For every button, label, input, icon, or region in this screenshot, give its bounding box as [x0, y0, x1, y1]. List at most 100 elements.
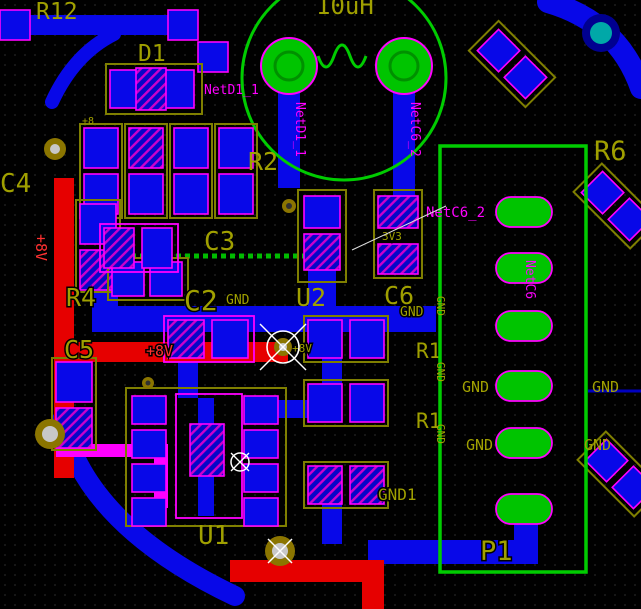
label-u1[interactable]: U1	[198, 521, 229, 551]
label-r1-a[interactable]: R1	[416, 339, 441, 363]
component-d1[interactable]	[105, 63, 203, 115]
label-c5[interactable]: C5	[63, 334, 96, 366]
label-gnd-c6[interactable]: GND	[399, 304, 426, 322]
pad[interactable]	[167, 319, 205, 359]
pad[interactable]	[307, 383, 343, 423]
ic-body[interactable]	[189, 423, 225, 477]
via[interactable]	[142, 377, 154, 389]
component-l1-inductor[interactable]	[240, 0, 448, 182]
net-label-netc6-rot[interactable]: NetC6	[522, 260, 537, 299]
label-r6[interactable]: R6	[594, 136, 627, 167]
label-8v-cursor[interactable]: +8V	[291, 341, 314, 357]
via[interactable]	[282, 199, 296, 213]
label-d1[interactable]: D1	[138, 41, 166, 67]
component-right-edge-b[interactable]	[576, 430, 641, 518]
trace-8v-bottom[interactable]	[230, 560, 382, 582]
pad[interactable]	[141, 227, 173, 269]
inductor-outline[interactable]	[240, 0, 448, 182]
component-u2[interactable]	[297, 189, 347, 283]
label-gnd-rot3[interactable]: GND	[434, 424, 447, 444]
label-c6[interactable]: C6	[384, 281, 414, 310]
component-right-edge-a[interactable]	[572, 162, 641, 250]
mounting-hole[interactable]	[265, 536, 295, 566]
component-c2[interactable]	[163, 315, 255, 363]
pad[interactable]	[83, 127, 119, 169]
label-c3[interactable]: C3	[204, 227, 235, 257]
pad[interactable]	[584, 438, 629, 483]
label-gnd1[interactable]: GND1	[377, 484, 419, 506]
label-c2[interactable]: C2	[183, 283, 220, 319]
label-10uh[interactable]: 10uH	[316, 0, 374, 20]
board-edge-arc-top-left[interactable]	[45, 27, 121, 109]
pad[interactable]	[243, 497, 279, 527]
pad[interactable]	[377, 243, 419, 275]
pad[interactable]	[495, 427, 553, 459]
label-r1-b[interactable]: R1	[416, 409, 441, 433]
component-r-gnd1[interactable]	[303, 461, 389, 509]
label-r4[interactable]: R4	[65, 282, 98, 314]
connector-mech-outline[interactable]	[438, 144, 588, 574]
label-gnd-conn-l1[interactable]: GND	[462, 378, 489, 396]
component-u1[interactable]	[125, 387, 287, 527]
component-p1-connector[interactable]	[495, 196, 553, 525]
net-label-netc6-v[interactable]: NetC6_2	[407, 102, 422, 157]
component-c3[interactable]	[99, 223, 179, 273]
pad[interactable]	[503, 55, 548, 100]
pad[interactable]	[303, 233, 341, 271]
pad[interactable]	[495, 196, 553, 228]
trace-netd1[interactable]	[278, 92, 300, 188]
label-plus8[interactable]: +8	[82, 116, 94, 127]
component-top-right[interactable]	[467, 19, 557, 109]
label-p1[interactable]: P1	[479, 535, 515, 569]
diode-body[interactable]	[135, 67, 167, 111]
pad[interactable]	[0, 9, 31, 41]
pad[interactable]	[495, 252, 553, 284]
label-gnd-rot2[interactable]: GND	[434, 362, 447, 382]
net-label-netd1-h[interactable]: NetD1_1	[204, 83, 259, 98]
pad[interactable]	[103, 227, 135, 269]
pad[interactable]	[495, 493, 553, 525]
pad[interactable]	[243, 395, 279, 425]
pad[interactable]	[580, 170, 625, 215]
label-gnd-rot1[interactable]: GND	[434, 296, 447, 316]
label-gnd-conn-r1[interactable]: GND	[592, 378, 619, 396]
trace-gnd1-down[interactable]	[322, 504, 342, 544]
component-c6[interactable]	[373, 189, 423, 279]
plated-hole-teal[interactable]	[582, 14, 620, 52]
pad[interactable]	[349, 319, 385, 359]
pad[interactable]	[131, 395, 167, 425]
mounting-hole[interactable]	[44, 138, 66, 160]
label-8v-horizontal[interactable]: +8V	[145, 341, 175, 362]
label-c4[interactable]: C4	[0, 169, 31, 199]
pad[interactable]	[218, 127, 254, 169]
pad[interactable]	[607, 197, 641, 242]
pad[interactable]	[243, 463, 279, 493]
pad[interactable]	[243, 429, 279, 459]
label-gnd-conn-r2[interactable]: GND	[584, 436, 611, 454]
label-r12[interactable]: R12	[36, 0, 78, 25]
label-gnd-conn-l2[interactable]: GND	[466, 436, 493, 454]
cursor-crosshair[interactable]	[259, 323, 307, 371]
trace-8v-bottom-drop[interactable]	[362, 560, 384, 609]
pad[interactable]	[55, 361, 93, 403]
trace-r12[interactable]	[0, 15, 198, 35]
pad[interactable]	[260, 37, 318, 95]
trace-8v-vertical[interactable]	[54, 178, 74, 478]
label-r2[interactable]: R2	[248, 147, 278, 176]
pad[interactable]	[476, 28, 521, 73]
pad[interactable]	[131, 497, 167, 527]
component-r1-a[interactable]	[303, 315, 389, 363]
pad[interactable]	[173, 173, 209, 215]
pad[interactable]	[211, 319, 249, 359]
pad[interactable]	[128, 127, 164, 169]
mounting-hole[interactable]	[35, 419, 65, 449]
trace-c2-down[interactable]	[178, 358, 198, 398]
pad[interactable]	[173, 127, 209, 169]
pad[interactable]	[495, 370, 553, 402]
label-3v3[interactable]: 3V3	[381, 229, 404, 245]
pad[interactable]	[375, 37, 433, 95]
trace-u1-right[interactable]	[268, 400, 312, 418]
trace-u2-stub[interactable]	[308, 270, 336, 308]
component-r1-b[interactable]	[303, 379, 389, 427]
